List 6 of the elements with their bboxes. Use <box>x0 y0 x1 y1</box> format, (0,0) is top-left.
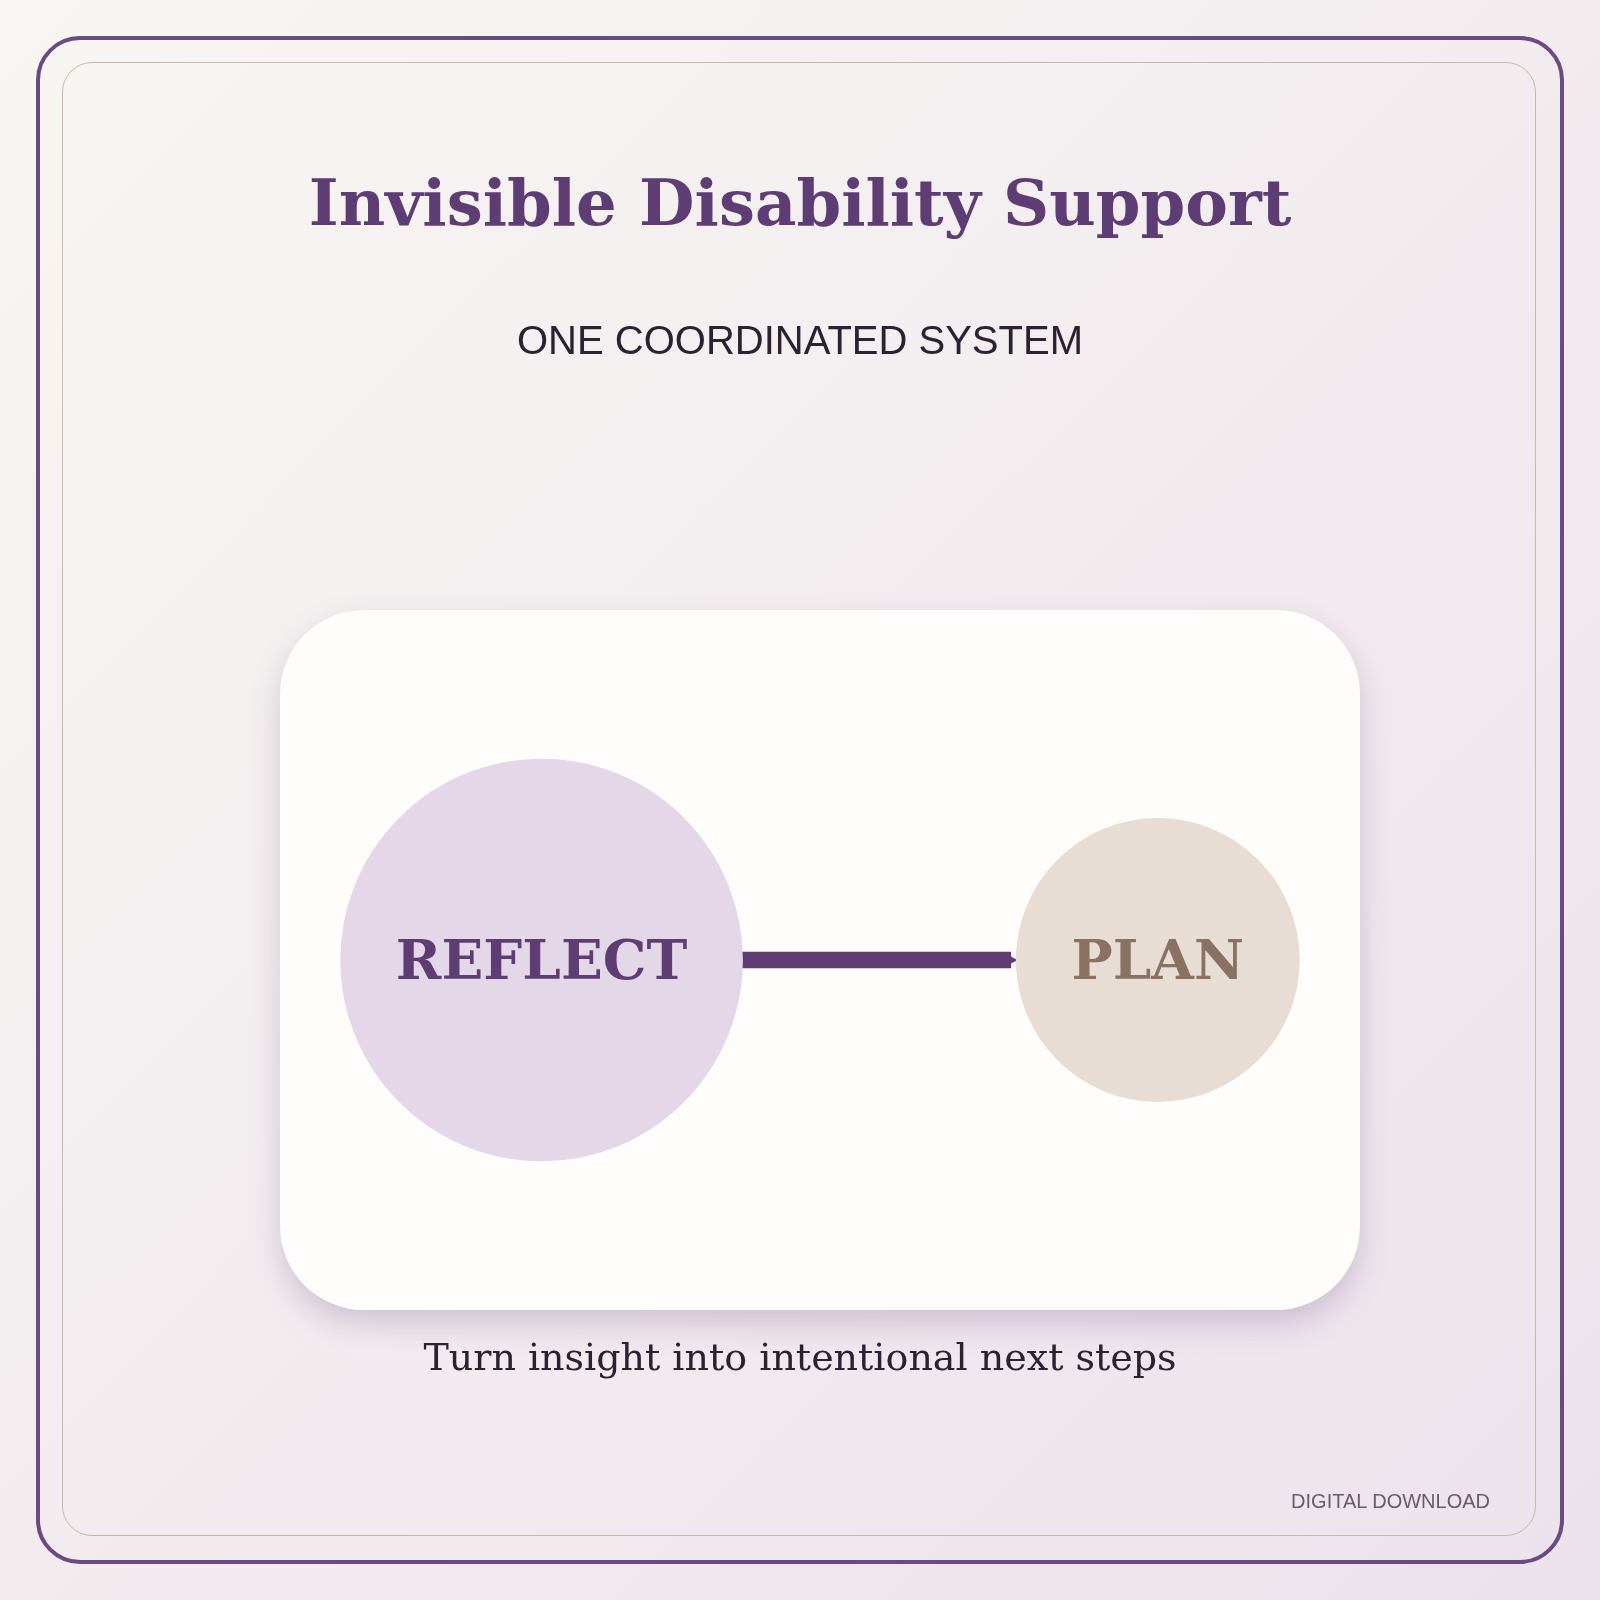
node-circle: PLAN <box>1015 818 1300 1102</box>
node-circle: REFLECT <box>340 758 743 1162</box>
caption: Turn insight into intentional next steps <box>422 1335 1178 1379</box>
title: Invisible Disability Support <box>307 165 1293 240</box>
subtitle: ONE COORDINATED SYSTEM <box>516 318 1084 363</box>
footer-text: DIGITAL DOWNLOAD <box>1291 1490 1490 1513</box>
